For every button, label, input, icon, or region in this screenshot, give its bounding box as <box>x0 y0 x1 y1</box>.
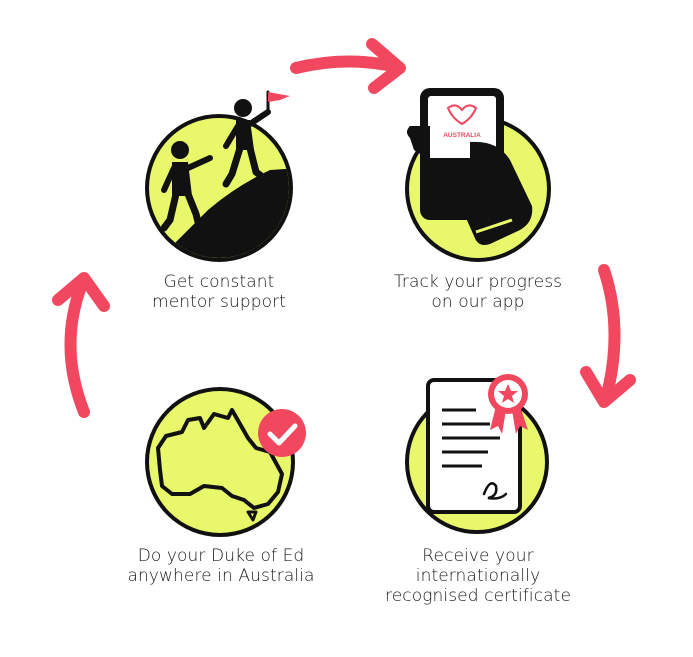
check-badge <box>258 409 306 457</box>
caption-line: Do your Duke of Ed <box>137 546 305 566</box>
caption-mentor-support: Get constant mentor support <box>119 272 319 312</box>
arrow-right <box>580 264 636 408</box>
caption-line: anywhere in Australia <box>127 566 315 586</box>
caption-line: mentor support <box>152 292 286 312</box>
caption-line: recognised certificate <box>384 586 571 606</box>
app-logo-text: AUSTRALIA <box>443 132 481 139</box>
caption-certificate: Receive your internationally recognised … <box>360 546 596 606</box>
caption-line: internationally <box>415 566 541 586</box>
caption-line: Track your progress <box>393 272 563 292</box>
step-mentor-support <box>145 90 293 262</box>
arrow-top <box>290 38 406 94</box>
australia-map-check-icon <box>156 408 306 522</box>
caption-anywhere-australia: Do your Duke of Ed anywhere in Australia <box>108 546 334 586</box>
caption-line: Get constant <box>163 272 275 292</box>
step-anywhere-australia <box>145 387 306 537</box>
certificate-ribbon-icon <box>426 374 528 514</box>
step-certificate <box>405 374 549 534</box>
step-circle <box>145 387 295 537</box>
caption-line: on our app <box>431 292 525 312</box>
caption-track-progress: Track your progress on our app <box>368 272 588 312</box>
phone-app-icon: AUSTRALIA <box>407 88 533 245</box>
caption-line: Receive your <box>422 546 534 566</box>
arrow-left <box>52 272 110 418</box>
step-track-progress: AUSTRALIA <box>405 88 551 262</box>
